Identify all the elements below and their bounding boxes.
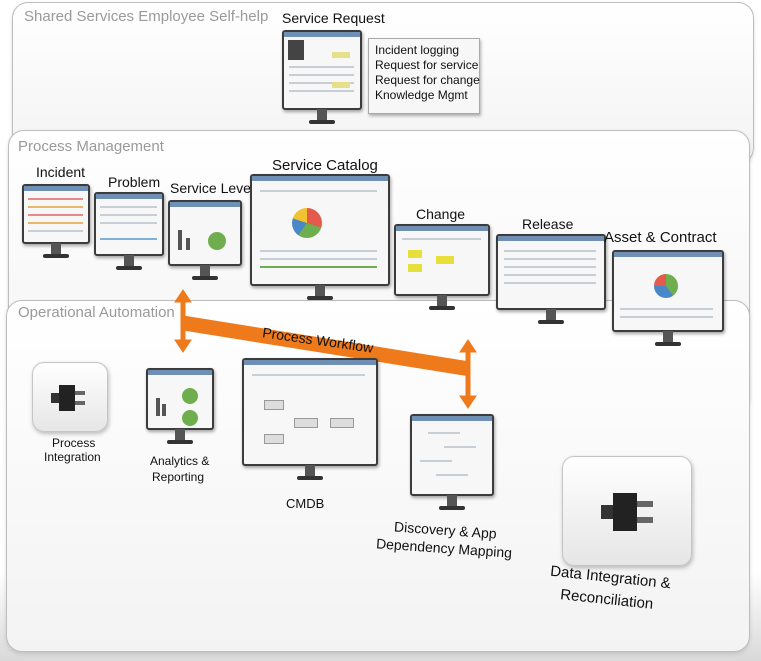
data-integration-tile	[562, 456, 692, 566]
service-request-title: Service Request	[282, 10, 385, 26]
service-request-monitor	[282, 30, 362, 124]
app-label-release: Release	[522, 216, 574, 232]
self-help-title: Shared Services Employee Self-help	[24, 8, 269, 25]
app-monitor-service-level	[168, 200, 242, 280]
cmdb-label: CMDB	[286, 496, 325, 511]
cmdb-monitor	[242, 358, 378, 480]
discovery-monitor	[410, 414, 494, 510]
analytics-label-2: Reporting	[152, 470, 205, 484]
sr-item: Knowledge Mgmt	[375, 88, 468, 102]
app-label-service-catalog: Service Catalog	[272, 157, 378, 174]
app-monitor-service-catalog	[250, 174, 390, 300]
analytics-label-1: Analytics &	[150, 454, 210, 468]
app-monitor-change	[394, 224, 490, 310]
plug-icon	[51, 385, 85, 411]
app-monitor-asset-contract	[612, 250, 724, 346]
app-label-service-level: Service Level	[170, 180, 255, 196]
process-management-title: Process Management	[18, 138, 164, 155]
process-integration-label-1: Process	[52, 436, 96, 450]
app-monitor-problem	[94, 192, 164, 270]
operational-automation-title: Operational Automation	[18, 304, 175, 321]
app-label-problem: Problem	[108, 174, 161, 190]
app-monitor-release	[496, 234, 606, 324]
plug-icon	[601, 493, 653, 531]
sr-item: Request for change	[375, 73, 480, 87]
sr-item: Incident logging	[375, 43, 460, 57]
analytics-monitor	[146, 368, 214, 444]
app-label-asset-contract: Asset & Contract	[604, 229, 717, 246]
process-integration-tile	[32, 362, 108, 432]
sr-item: Request for service	[375, 58, 479, 72]
app-label-incident: Incident	[36, 164, 86, 180]
app-monitor-incident	[22, 184, 90, 258]
service-request-items: Incident logging Request for service Req…	[368, 38, 480, 114]
process-integration-label-2: Integration	[44, 450, 101, 464]
app-label-change: Change	[416, 206, 466, 222]
